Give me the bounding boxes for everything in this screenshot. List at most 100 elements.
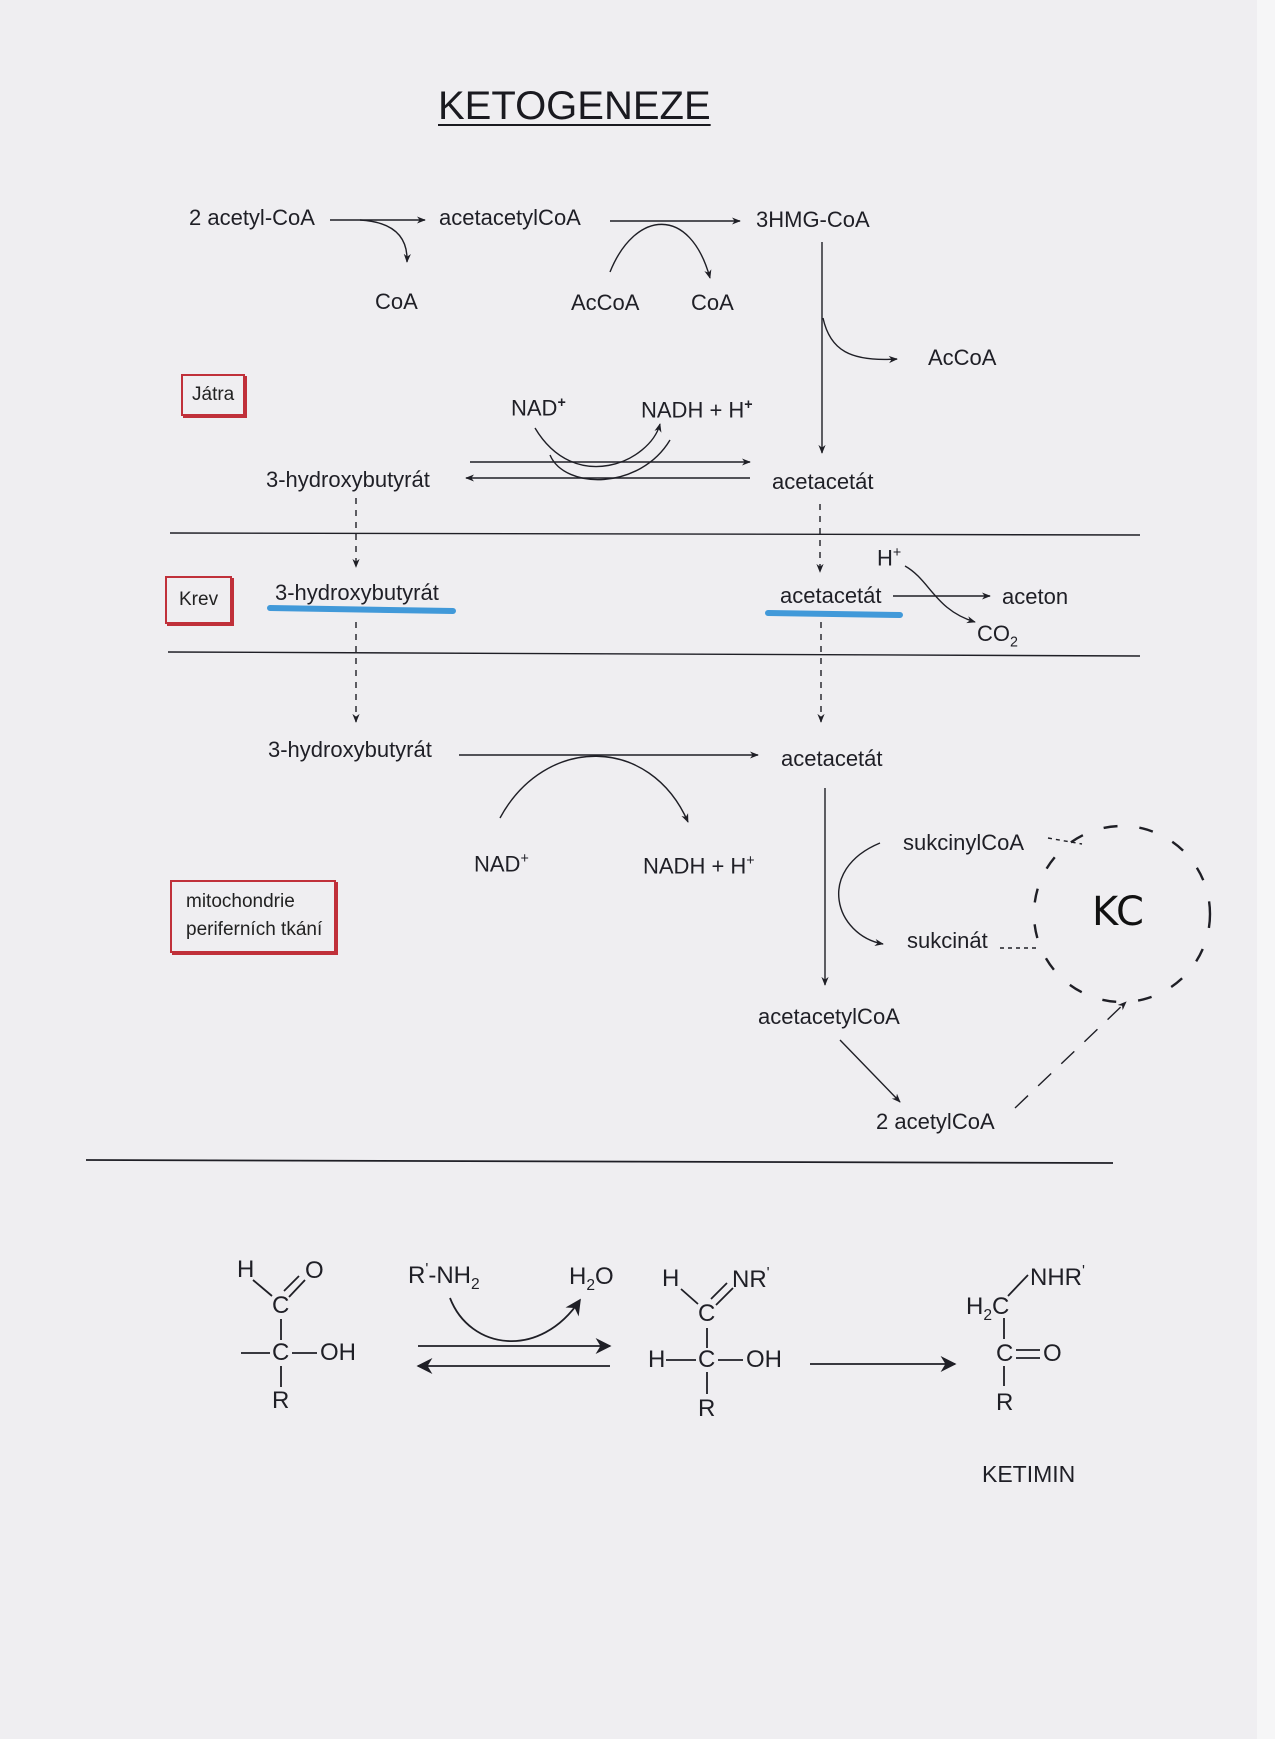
label-coa-2: CoA — [691, 290, 734, 315]
dash-acetylcoa-kc — [1014, 1001, 1127, 1109]
label-accoa-in: AcCoA — [571, 290, 640, 315]
separator-reaction — [85, 1159, 1114, 1164]
label-accoa-out: AcCoA — [928, 345, 997, 370]
h-text: H — [877, 545, 893, 571]
co2-sub: 2 — [1010, 634, 1018, 651]
s3-prime: ' — [1082, 1263, 1085, 1280]
amine-sub: 2 — [470, 1275, 480, 1293]
nad-mito-text: NAD — [474, 851, 521, 877]
page-title: KETOGENEZE — [438, 84, 711, 128]
label-coa-1: CoA — [375, 289, 418, 314]
s3-nhr-text: NHR — [1030, 1264, 1082, 1291]
nadh-text: NADH + H — [641, 397, 745, 423]
label-hb-blood: 3-hydroxybutyrát — [275, 580, 439, 605]
s1-h: H — [237, 1256, 255, 1283]
s1-c2: C — [272, 1339, 290, 1366]
label-co2: CO2 — [977, 623, 1018, 650]
label-nadh-mito: NADH + H+ — [643, 854, 755, 877]
label-kc: KC — [1092, 889, 1144, 935]
bond-s2-h-c — [680, 1288, 699, 1305]
label-2-acetyl-coa: 2 acetyl-CoA — [189, 205, 315, 230]
s2-c2: C — [698, 1346, 716, 1373]
bond-s1-c-o-1 — [288, 1279, 306, 1298]
label-nadh-liver: NADH + H+ — [641, 398, 753, 421]
water-h: H — [569, 1263, 587, 1290]
h-charge: + — [892, 545, 902, 561]
arrow-amine-water-curve — [449, 1297, 581, 1343]
water-o: O — [595, 1263, 614, 1290]
s3-o: O — [1043, 1340, 1062, 1367]
label-aa-liver: acetacetát — [772, 469, 874, 494]
bond-s2-c-n-2 — [710, 1282, 728, 1300]
bond-s1-h-c — [252, 1279, 273, 1297]
s1-c1: C — [272, 1292, 290, 1319]
label-succinate: sukcinát — [907, 928, 988, 953]
highlight-hb-blood — [267, 605, 456, 614]
arrow-release-coa-1 — [359, 219, 411, 263]
amine-r: R — [408, 1262, 426, 1289]
label-succinylcoa: sukcinylCoA — [903, 830, 1025, 855]
nad-charge: + — [557, 395, 566, 411]
separator-blood-mito — [167, 651, 1141, 657]
highlight-aa-blood — [765, 610, 903, 618]
s2-oh: OH — [746, 1346, 782, 1373]
label-aa-mito: acetacetát — [781, 746, 883, 771]
bond-s3-c-n — [1007, 1274, 1029, 1297]
s2-nr: NR' — [732, 1266, 770, 1292]
s3-h2c: H2C — [966, 1293, 1010, 1324]
amine-prime: ' — [425, 1261, 429, 1278]
s2-r: R — [698, 1395, 716, 1422]
s2-nr-text: NR — [732, 1266, 767, 1293]
label-acetacetylcoa-mito: acetacetylCoA — [758, 1004, 900, 1029]
arrow-release-accoa — [822, 317, 898, 364]
dash-succinyl-kc — [1047, 837, 1083, 845]
nad-mito-charge: + — [520, 851, 529, 867]
kc-cycle-ring — [1032, 824, 1212, 1004]
amine-nh: -NH — [428, 1262, 471, 1289]
s2-h: H — [662, 1265, 680, 1292]
arrow-accoa-coa-curve — [609, 223, 712, 279]
s3-c2: C — [996, 1340, 1014, 1367]
s3-nhr: NHR' — [1030, 1264, 1085, 1290]
arrow-nad-curve-liver — [534, 423, 662, 468]
separator-liver-blood — [169, 532, 1141, 536]
water-sub: 2 — [586, 1276, 596, 1294]
compartment-blood: Krev — [165, 576, 233, 624]
reagent-amine: R'-NH2 — [408, 1262, 480, 1292]
byproduct-water: H2O — [569, 1263, 614, 1294]
label-ketimin: KETIMIN — [982, 1461, 1076, 1487]
label-acetone: aceton — [1002, 584, 1069, 609]
label-2-acetylcoa-mito: 2 acetylCoA — [876, 1109, 995, 1134]
label-nad-liver: NAD+ — [511, 396, 566, 419]
s1-r: R — [272, 1387, 290, 1414]
s2-h2: H — [648, 1346, 666, 1373]
compartment-mito-line2: periferních tkání — [186, 918, 323, 940]
s3-r: R — [996, 1389, 1014, 1416]
nadh-mito-charge: + — [746, 853, 755, 869]
label-hb-mito: 3-hydroxybutyrát — [268, 737, 432, 762]
label-acetacetylcoa-liver: acetacetylCoA — [439, 205, 581, 230]
compartment-liver: Játra — [181, 374, 246, 416]
co2-text: CO — [977, 621, 1010, 646]
label-hmgcoa: 3HMG-CoA — [756, 207, 870, 232]
arrow-acetacetylcoa-acetylcoa — [839, 1039, 901, 1103]
arrow-succinyl-succinate — [838, 842, 884, 947]
s2-prime: ' — [766, 1265, 770, 1282]
s3-h: H — [966, 1293, 984, 1320]
s1-oh: OH — [320, 1339, 356, 1366]
bond-s1-c-o-2 — [283, 1275, 300, 1292]
label-aa-blood: acetacetát — [780, 583, 882, 608]
s3-h2sub: 2 — [983, 1306, 993, 1324]
s2-c1: C — [698, 1300, 716, 1327]
label-h-blood: H+ — [877, 546, 901, 569]
label-nad-mito: NAD+ — [474, 852, 529, 875]
label-hb-liver: 3-hydroxybutyrát — [266, 467, 430, 492]
nadh-charge: + — [744, 397, 753, 413]
s3-c1: C — [992, 1293, 1010, 1320]
compartment-mitochondria: mitochondrie periferních tkání — [170, 880, 337, 954]
arrow-nadh-curve-liver — [549, 439, 671, 481]
nadh-mito-text: NADH + H — [643, 853, 747, 879]
arrow-nad-curve-mito — [499, 755, 689, 823]
